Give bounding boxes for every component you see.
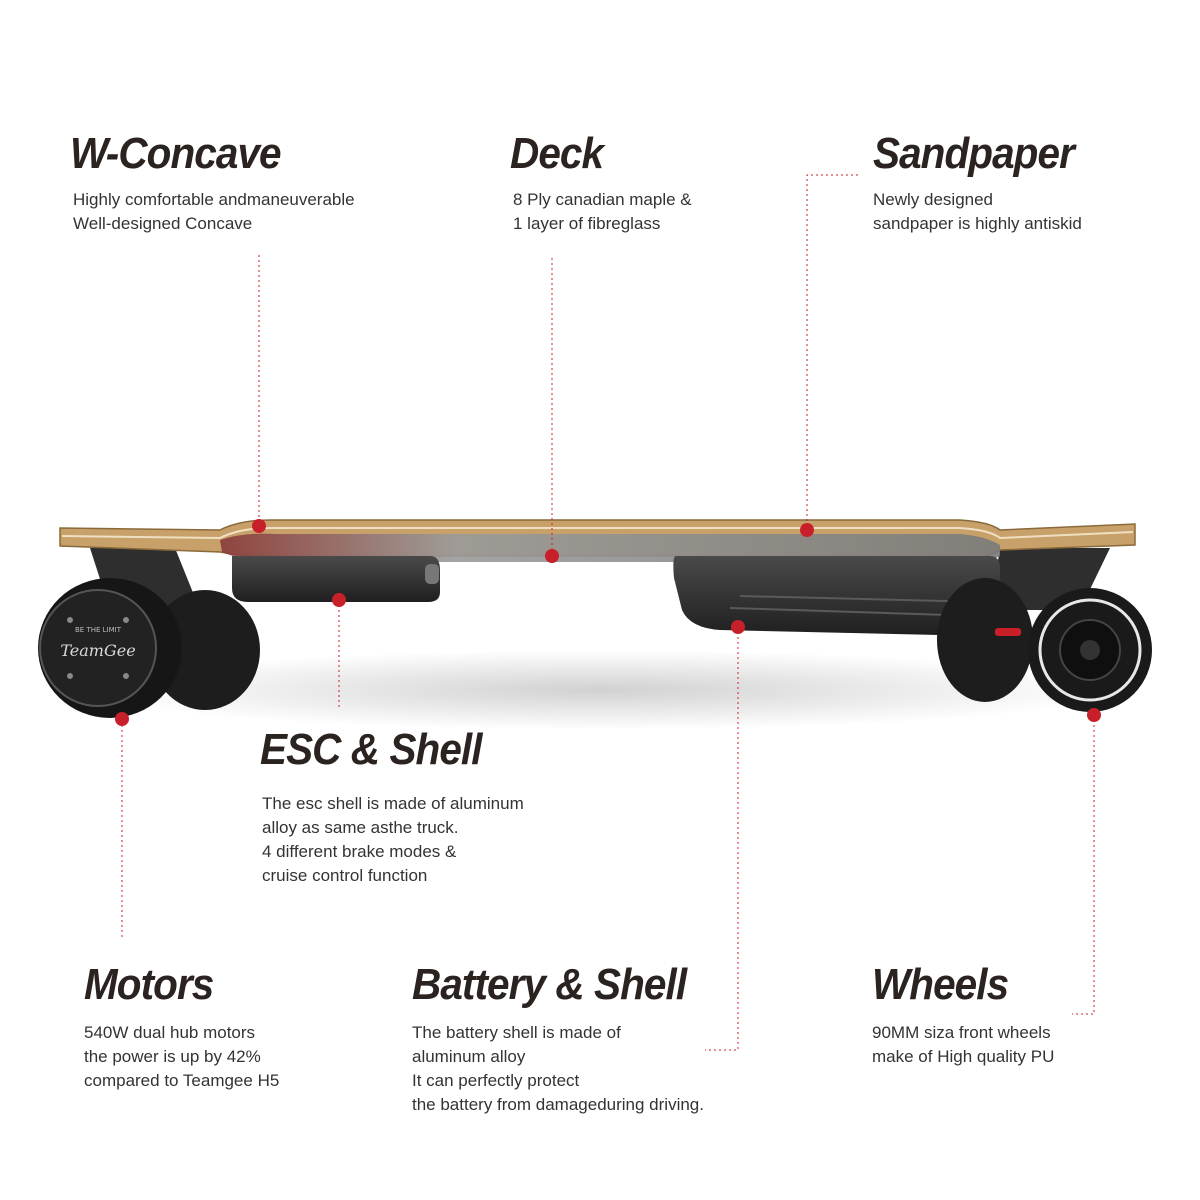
motors-title: Motors [84,960,214,1009]
sandpaper-title: Sandpaper [873,129,1075,178]
callout-dot-concave [252,519,266,533]
callout-dot-sandpaper [800,523,814,537]
callout-dot-motors [115,712,129,726]
callout-dot-wheels [1087,708,1101,722]
deck-title: Deck [510,129,604,178]
battery-shell-shape [673,556,1000,636]
callout-dot-battery [731,620,745,634]
battery-title: Battery & Shell [412,960,687,1009]
hub-bolt [123,617,129,623]
brake-accent [995,628,1021,636]
front-wheel-rim [1038,598,1142,702]
concave-title: W-Concave [70,129,282,178]
motors-description: 540W dual hub motors the power is up by … [84,1023,280,1090]
esc-port [425,564,439,584]
wheels-title: Wheels [872,960,1009,1009]
teamgee-logo: TeamGee [60,641,135,660]
hub-bolt [67,673,73,679]
front-wheel-axle [1080,640,1100,660]
deck-veneer [61,527,1134,540]
leader-sandpaper [806,174,858,530]
battery-description: The battery shell is made of aluminum al… [412,1023,704,1114]
leader-battery [705,627,739,1051]
leader-wheels [1072,715,1095,1015]
board-shadow [80,650,1120,730]
esc-shell-shape [232,556,440,602]
front-wheel-inner [937,578,1033,702]
esc-description: The esc shell is made of aluminum alloy … [262,794,524,885]
logo-motto: BE THE LIMIT [75,626,122,634]
battery-ribs [729,595,986,617]
deck-description: 8 Ply canadian maple & 1 layer of fibreg… [513,190,692,233]
sandpaper-description: Newly designed sandpaper is highly antis… [873,190,1082,233]
hub-bolt [123,673,129,679]
deck-underside [220,533,1000,564]
callout-dot-deck [545,549,559,563]
hub-bolt [67,617,73,623]
concave-description: Highly comfortable andmaneuverable Well-… [73,190,355,233]
rear-wheel-inner [150,590,260,710]
wheels-description: 90MM siza front wheels make of High qual… [872,1023,1055,1066]
esc-title: ESC & Shell [260,725,482,774]
callout-dot-esc [332,593,346,607]
